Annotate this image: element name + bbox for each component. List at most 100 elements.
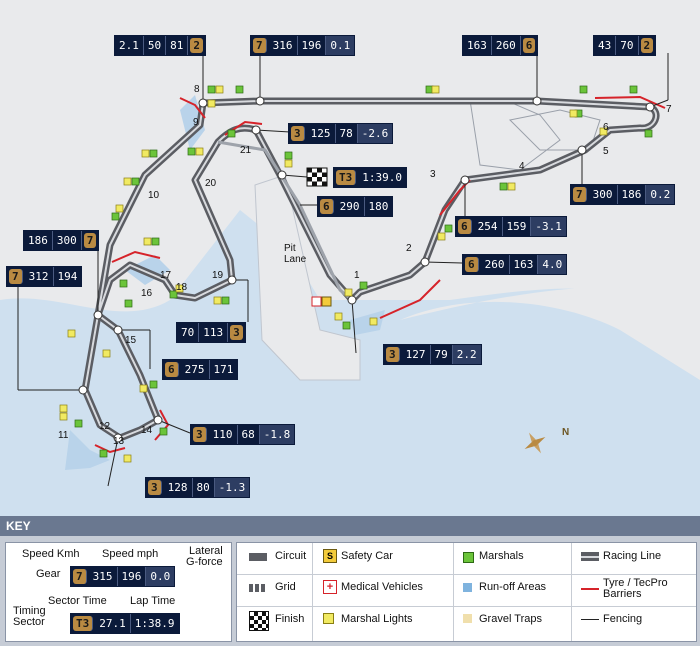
key-legend: KEY Speed Kmh Speed mph Lateral G-force … <box>0 516 700 646</box>
turn-label-2: 2 <box>406 243 412 254</box>
grid-icon <box>249 584 267 592</box>
turn-label-20: 20 <box>205 178 217 189</box>
barrier-1 <box>179 97 206 119</box>
building-1 <box>469 99 561 171</box>
marshal-markers <box>74 85 653 458</box>
track-svg <box>0 53 700 516</box>
medical-icon: + <box>323 580 337 594</box>
barrier-6 <box>111 250 161 263</box>
marshal-icon <box>463 552 474 563</box>
key-fencing-label: Fencing <box>603 613 643 625</box>
key-marshals-label: Marshals <box>479 550 524 562</box>
key-medical-label: Medical Vehicles <box>341 581 423 593</box>
marshal-light-markers <box>59 85 608 463</box>
turn-label-6: 6 <box>603 122 609 133</box>
turn-label-17: 17 <box>160 270 172 281</box>
divider-3 <box>571 543 572 641</box>
turn-label-4: 4 <box>519 161 525 172</box>
turn-label-8: 8 <box>194 84 200 95</box>
finish-flag <box>306 167 328 187</box>
fencing-icon <box>581 619 599 620</box>
marshal-light-icon <box>323 613 334 624</box>
barrier-5 <box>379 279 441 319</box>
key-runoff-label: Run-off Areas <box>479 581 547 593</box>
hdivider-1 <box>237 574 696 575</box>
hdivider-2 <box>237 606 696 607</box>
compass-icon <box>524 432 546 454</box>
label-speed-mph: Speed mph <box>102 548 159 560</box>
compass-north-label: N <box>562 427 570 438</box>
key-title: KEY <box>0 516 700 536</box>
turn-label-21: 21 <box>240 145 252 156</box>
gravel-icon <box>463 614 472 623</box>
racing-line <box>84 100 658 439</box>
key-gravel-label: Gravel Traps <box>479 613 542 625</box>
turn-label-13: 13 <box>113 436 125 447</box>
harbor-land <box>400 287 700 380</box>
turn-label-7: 7 <box>666 104 672 115</box>
label-lateral: Lateral G-force <box>186 545 223 568</box>
key-racing-line-label: Racing Line <box>603 550 662 562</box>
turn-label-11: 11 <box>58 430 69 441</box>
corner-nodes <box>78 96 655 443</box>
barrier-icon <box>581 588 599 590</box>
label-lap-time: Lap Time <box>130 595 176 607</box>
key-barriers-label: Tyre / TecPro Barriers <box>603 577 668 600</box>
label-sector-time: Sector Time <box>48 595 107 607</box>
turn-label-18: 18 <box>176 282 188 293</box>
key-box-legend: Speed Kmh Speed mph Lateral G-force Gear… <box>5 542 232 642</box>
runoff-4 <box>350 310 385 335</box>
runoff-icon <box>463 583 472 592</box>
medical-vehicle-marker <box>311 296 322 307</box>
key-marshal-lights-label: Marshal Lights <box>341 613 413 625</box>
turn-label-9: 9 <box>193 117 199 128</box>
barrier-7 <box>154 409 170 441</box>
turn-label-1: 1 <box>354 270 360 281</box>
finish-icon <box>249 611 269 631</box>
building-2 <box>508 109 601 151</box>
turn-label-3: 3 <box>430 169 436 180</box>
label-speed-kmh: Speed Kmh <box>22 548 80 560</box>
key-safety-car-label: Safety Car <box>341 550 393 562</box>
turn-label-12: 12 <box>99 421 111 432</box>
key-circuit-label: Circuit <box>275 550 307 562</box>
label-gear: Gear <box>36 568 61 580</box>
turn-label-15: 15 <box>125 335 137 346</box>
barrier-8 <box>94 444 126 454</box>
turn-label-5: 5 <box>603 146 609 157</box>
key-symbols-panel: Circuit Grid Finish S Safety Car + Medic… <box>236 542 697 642</box>
turn-label-19: 19 <box>212 270 224 281</box>
label-timing-sector: Timing Sector <box>13 605 46 628</box>
safety-car-marker <box>321 296 332 307</box>
pit-lane-label: Pit Lane <box>284 243 307 265</box>
divider-2 <box>453 543 454 641</box>
turn-label-14: 14 <box>141 425 153 436</box>
key-finish-label: Finish <box>275 613 305 625</box>
racing-line-icon <box>581 552 599 561</box>
circuit-icon <box>249 553 267 561</box>
turn-label-16: 16 <box>141 288 153 299</box>
runoff-1 <box>65 430 110 470</box>
key-grid-label: Grid <box>275 581 296 593</box>
connector-lines <box>17 53 669 487</box>
